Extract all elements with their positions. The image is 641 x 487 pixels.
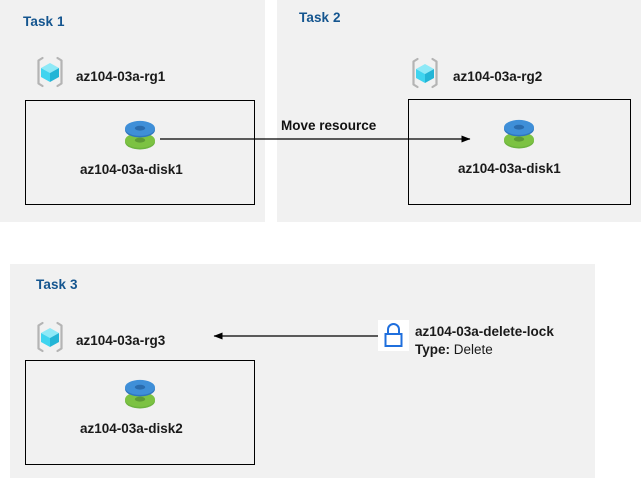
task-1-resource-label: az104-03a-disk1 <box>80 162 183 177</box>
lock-type-key: Type: <box>415 342 451 357</box>
task-1-title: Task 1 <box>23 14 65 29</box>
task-3-resource-label: az104-03a-disk2 <box>80 421 183 436</box>
task-1-panel: Task 1 az104-03a-rg1 a <box>0 0 265 222</box>
task-2-resource-box <box>408 99 631 205</box>
lock-type-value: Delete <box>453 342 493 357</box>
task-1-resource-box <box>25 100 255 205</box>
resource-group-cube-icon <box>408 56 442 90</box>
task-3-title: Task 3 <box>36 277 78 292</box>
task-1-resource-group-label: az104-03a-rg1 <box>76 69 166 84</box>
move-resource-arrow <box>160 135 471 143</box>
task-2-panel: Task 2 az104-03a-rg2 az104-03a-disk1 <box>277 0 641 222</box>
task-3-disk-icon <box>122 374 158 414</box>
task-2-title: Task 2 <box>299 10 341 25</box>
task-3-resource-group-label: az104-03a-rg3 <box>76 333 166 348</box>
task-3-resource-box <box>25 360 255 465</box>
task-2-disk-icon <box>501 114 537 154</box>
resource-group-cube-icon <box>33 55 67 89</box>
resource-group-cube-icon <box>33 320 67 354</box>
lock-applies-arrow <box>213 332 380 340</box>
task-2-resource-group-label: az104-03a-rg2 <box>453 69 543 84</box>
task-3-panel: Task 3 az104-03a-rg3 az104-03a-disk2 <box>10 264 595 478</box>
lock-icon <box>378 320 409 351</box>
lock-name-label: az104-03a-delete-lock <box>415 324 554 339</box>
lock-type-label: Type: Delete <box>415 342 493 357</box>
task-1-disk-icon <box>122 115 158 155</box>
move-resource-label: Move resource <box>281 118 377 133</box>
task-2-resource-label: az104-03a-disk1 <box>458 161 561 176</box>
